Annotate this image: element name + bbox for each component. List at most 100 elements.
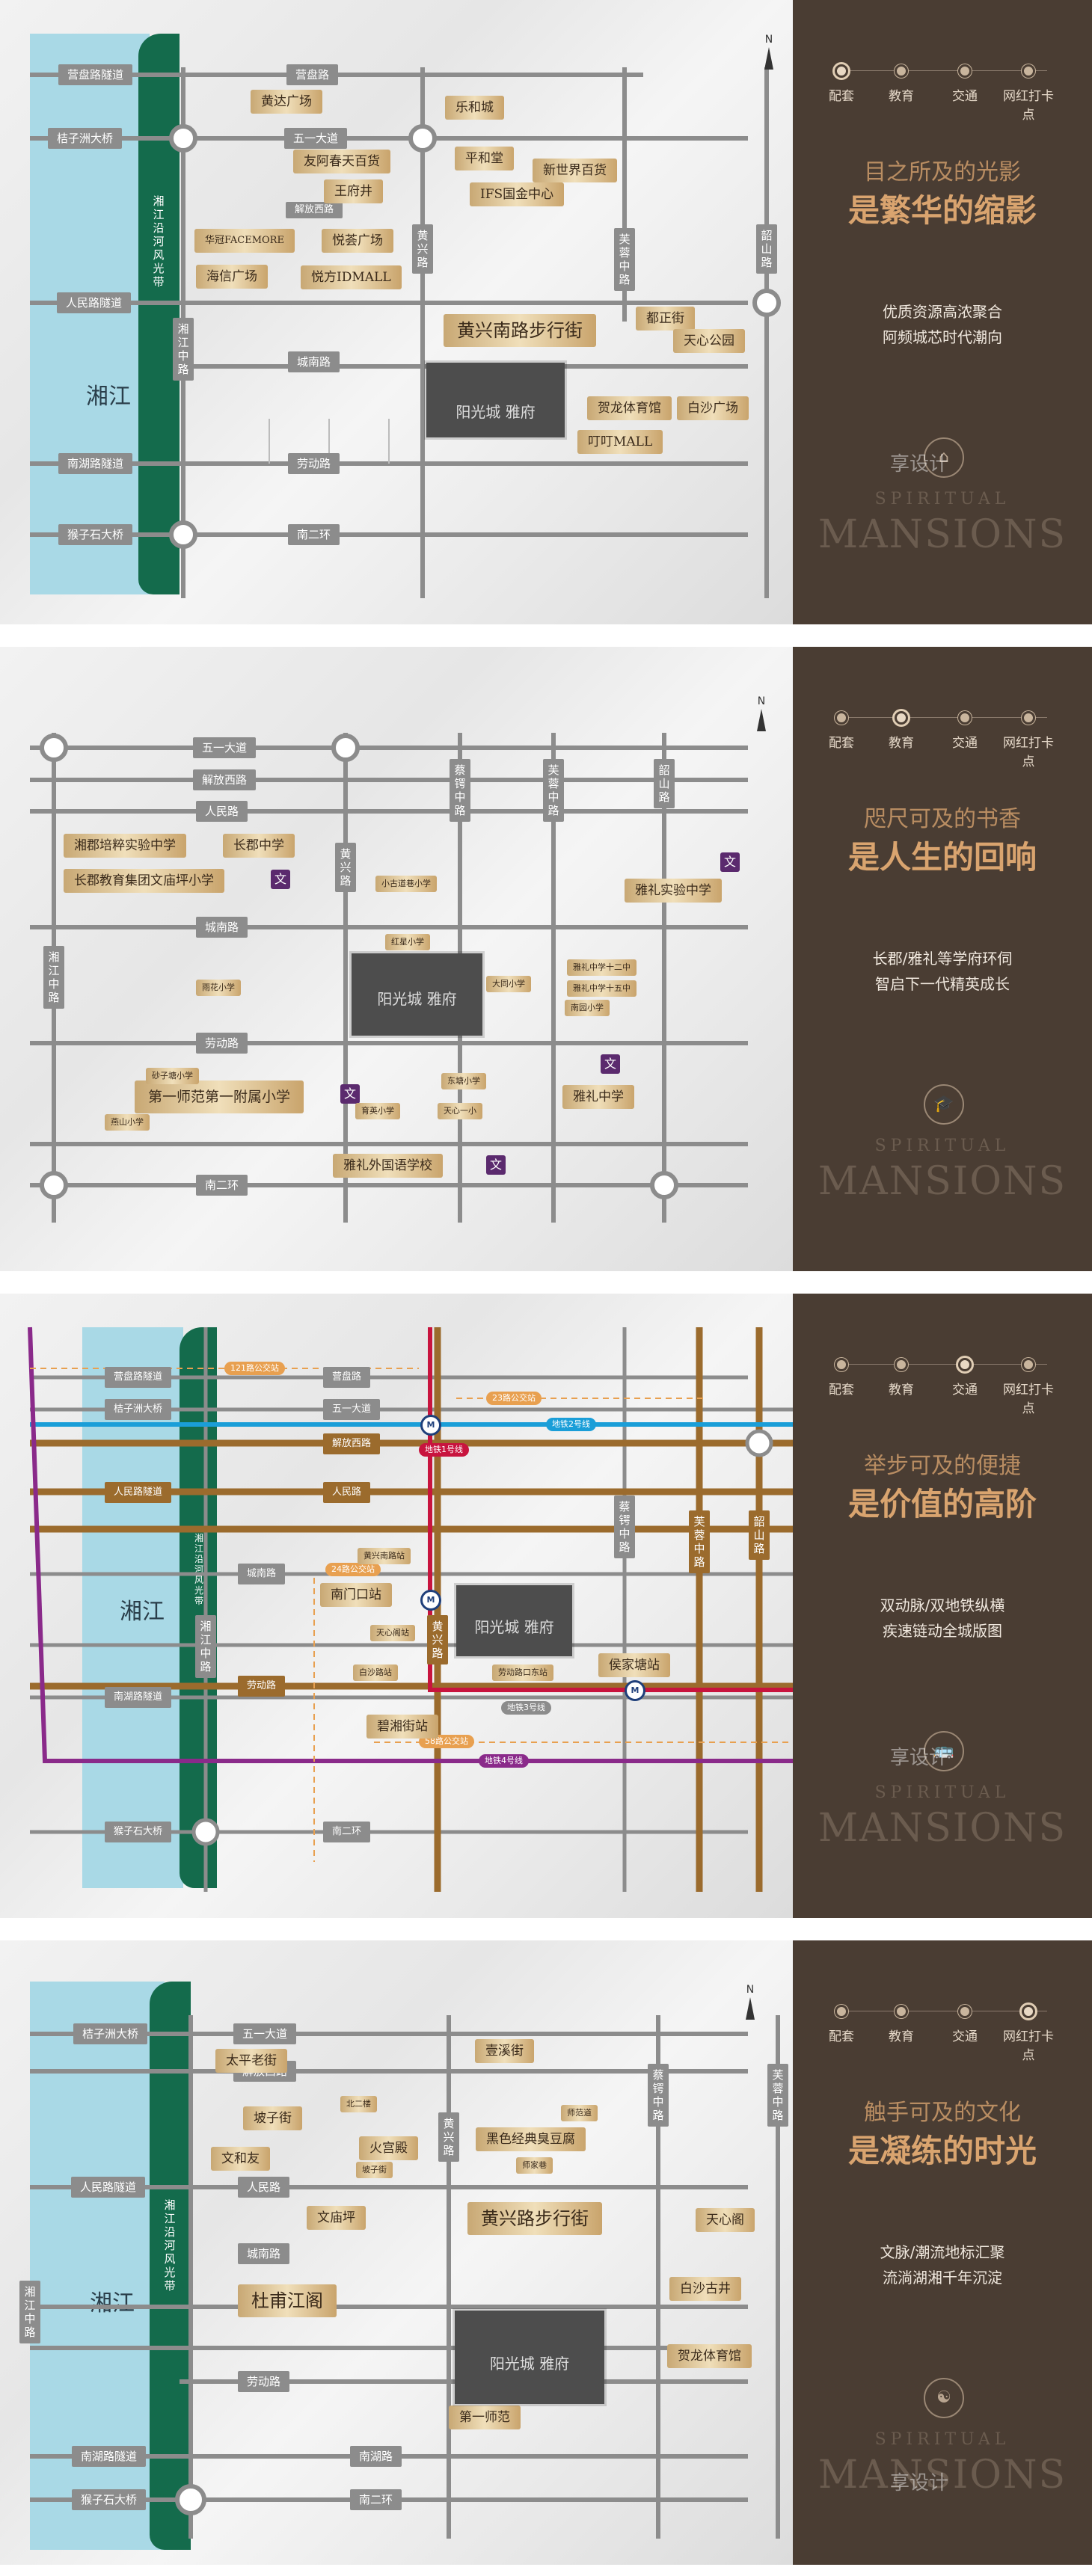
poi-label: 悦荟广场 xyxy=(322,229,393,253)
nav-label: 交通 xyxy=(952,2029,978,2044)
brand-line2: MANSIONS xyxy=(818,1159,1067,1204)
road-label-vertical: 芙蓉中路 xyxy=(689,1510,710,1573)
road-label: 五一大道 xyxy=(193,737,257,758)
nav-line xyxy=(838,717,1047,718)
stop-label: 劳动路口东站 xyxy=(492,1664,553,1681)
road-label: 桔子洲大桥 xyxy=(105,1399,172,1420)
road-label: 人民路 xyxy=(323,1482,371,1503)
brand-line1: SPIRITUAL xyxy=(874,1137,1010,1155)
stop-label: 碧湘街站 xyxy=(366,1715,438,1739)
road-label: 南湖路 xyxy=(350,2446,402,2467)
road-label: 五一大道 xyxy=(284,128,348,149)
poi-label-small: 坡子街 xyxy=(356,2162,393,2178)
nav-label: 配套 xyxy=(829,736,854,751)
poi-label: 悦方IDMALL xyxy=(301,265,402,289)
nav-item[interactable]: 配套 xyxy=(812,1358,871,1398)
nav-item[interactable]: 配套 xyxy=(812,711,871,751)
title: 是价值的高阶 xyxy=(847,1486,1037,1522)
nav-item[interactable]: 网红打卡点 xyxy=(999,711,1058,769)
project-block: 阳光城 雅府 xyxy=(352,953,482,1036)
nav-item[interactable]: 交通 xyxy=(935,2005,995,2044)
river-name: 湘江 xyxy=(120,1599,165,1625)
poi-label: 友阿春天百货 xyxy=(293,150,390,173)
nav-item[interactable]: 网红打卡点 xyxy=(999,2005,1058,2063)
road-label-vertical: 湘江中路 xyxy=(19,2281,40,2343)
education-icon: 文 xyxy=(271,870,290,889)
road-label-vertical: 蔡锷中路 xyxy=(614,1496,635,1558)
project-name: 阳光城 雅府 xyxy=(474,1618,554,1636)
compass: N xyxy=(743,1984,758,2020)
nav-item[interactable]: 交通 xyxy=(935,64,995,104)
poi-label: 黄兴南路步行街 xyxy=(444,314,596,347)
nav-item[interactable]: 交通 xyxy=(935,711,995,751)
education-icon: 文 xyxy=(486,1155,506,1175)
poi-label: 天心公园 xyxy=(673,329,745,353)
road-label-vertical: 黄兴路 xyxy=(427,1615,448,1664)
river xyxy=(30,34,150,594)
nav-dot xyxy=(835,1358,848,1371)
road-label: 南二环 xyxy=(288,524,340,545)
road-label: 人民路 xyxy=(196,801,248,822)
nav-item[interactable]: 交通 xyxy=(935,1358,995,1398)
nav-item[interactable]: 教育 xyxy=(871,64,931,104)
road-label-vertical: 黄兴路 xyxy=(335,843,356,892)
nav-item[interactable]: 教育 xyxy=(871,1358,931,1398)
nav-item[interactable]: 配套 xyxy=(812,2005,871,2044)
project-block: 阳光城 雅府 xyxy=(426,363,565,437)
desc-line: 智启下一代精英成长 xyxy=(875,975,1010,993)
nav-label: 交通 xyxy=(952,1383,978,1398)
nav-label: 教育 xyxy=(889,736,914,751)
poi-label: 雅礼中学 xyxy=(562,1085,634,1109)
nav-dot xyxy=(895,64,908,78)
poi-label: 长郡中学 xyxy=(223,834,295,858)
poi-label-small: 雅礼中学十二中 xyxy=(567,959,637,976)
road-label-vertical: 黄兴路 xyxy=(438,2112,459,2162)
nav-item[interactable]: 网红打卡点 xyxy=(999,64,1058,123)
map-area: 湘江 湘江沿河风光带 xyxy=(0,0,793,624)
road-label: 城南路 xyxy=(238,1564,286,1584)
nav-item[interactable]: 网红打卡点 xyxy=(999,1358,1058,1416)
road-label-vertical: 黄兴路 xyxy=(412,224,433,274)
nav-label: 网红打卡点 xyxy=(1003,2029,1054,2063)
nav-dot xyxy=(895,1358,908,1371)
poi-label: 乐和城 xyxy=(445,96,504,120)
road-label: 五一大道 xyxy=(323,1399,381,1420)
education-icon: 文 xyxy=(340,1084,360,1104)
poi-label-small: 师范道 xyxy=(561,2105,598,2121)
sidebar: 配套 教育 交通 网红打卡点 咫尺可及的书香 是人生的回响 长郡/雅礼等学府环伺… xyxy=(793,647,1092,1271)
stop-label: 天心阁站 xyxy=(370,1625,415,1641)
poi-label: 壹溪街 xyxy=(475,2039,534,2063)
map-area: 湘江 湘江沿河风光带 桔子洲大桥 五一大道 解放西路 人民路隧道 人民路 xyxy=(0,1940,793,2565)
nav-item[interactable]: 配套 xyxy=(812,64,871,104)
nav-dot xyxy=(958,1358,972,1371)
description: 文脉/潮流地标汇聚流淌湖湘千年沉淀 xyxy=(793,2240,1092,2290)
education-icon: 文 xyxy=(601,1054,620,1074)
nav-dot xyxy=(958,711,972,725)
poi-label-small: 大同小学 xyxy=(486,976,531,992)
road-label: 猴子石大桥 xyxy=(72,2489,147,2510)
nav-line xyxy=(838,1364,1047,1365)
road-label-vertical: 芙蓉中路 xyxy=(767,2064,788,2127)
nav-label: 网红打卡点 xyxy=(1003,736,1054,769)
metro-icon: M xyxy=(420,1415,441,1436)
nav-item[interactable]: 教育 xyxy=(871,2005,931,2044)
poi-label: 黑色经典臭豆腐 xyxy=(476,2127,586,2151)
watermark: 享设计 xyxy=(890,1747,949,1769)
bus-line-label: 121路公交站 xyxy=(224,1362,285,1375)
poi-label-small: 南园小学 xyxy=(565,1000,610,1016)
road-label-vertical: 蔡锷中路 xyxy=(450,759,470,822)
metro-line-label: 地铁2号线 xyxy=(546,1418,596,1431)
graduation-cap-icon: 🎓 xyxy=(924,1084,964,1125)
poi-label-small: 砂子塘小学 xyxy=(146,1068,199,1084)
nav-label: 教育 xyxy=(889,89,914,104)
poi-label-small: 天心一小 xyxy=(438,1103,482,1119)
green-belt xyxy=(138,34,180,594)
metro-line-label: 地铁1号线 xyxy=(419,1443,469,1457)
road-label: 南二环 xyxy=(323,1822,371,1842)
nav-item[interactable]: 教育 xyxy=(871,711,931,751)
poi-label-small: 北二楼 xyxy=(340,2096,377,2112)
desc-line: 文脉/潮流地标汇聚 xyxy=(880,2243,1005,2261)
road-label-vertical: 湘江中路 xyxy=(173,318,194,381)
road-label: 营盘路隧道 xyxy=(58,64,133,85)
brand-line1: SPIRITUAL xyxy=(874,490,1010,508)
